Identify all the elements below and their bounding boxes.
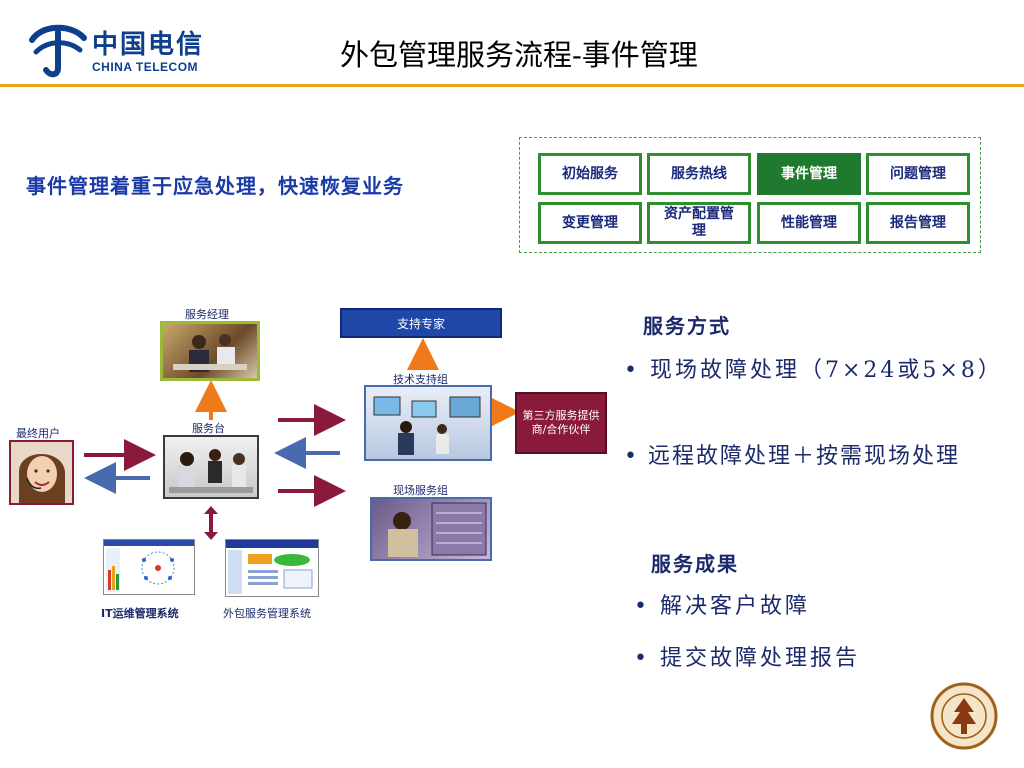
service-result-bullet: • 提交故障处理报告: [634, 646, 860, 671]
support-expert-box: 支持专家: [340, 308, 502, 338]
service-desk-photo: [163, 435, 259, 499]
service-result-bullet: • 解决客户故障: [634, 594, 810, 619]
header-divider: [0, 84, 1024, 87]
service-manager-label: 服务经理: [185, 308, 229, 321]
college-emblem-icon: [930, 682, 998, 750]
tech-support-label: 技术支持组: [393, 373, 448, 386]
third-party-box: 第三方服务提供商/合作伙伴: [515, 392, 607, 454]
page-title: 外包管理服务流程-事件管理: [340, 38, 698, 72]
logo-text-en: CHINA TELECOM: [92, 60, 199, 74]
tagline: 事件管理着重于应急处理，快速恢复业务: [26, 174, 404, 198]
service-mode-heading: 服务方式: [643, 314, 731, 338]
china-telecom-logo-icon: [29, 24, 87, 78]
process-incident-mgmt-button[interactable]: 事件管理: [757, 153, 861, 195]
process-performance-mgmt-button[interactable]: 性能管理: [757, 202, 861, 244]
service-mode-bullet: • 远程故障处理＋按需现场处理: [624, 444, 960, 469]
field-service-label: 现场服务组: [393, 484, 448, 497]
process-report-mgmt-button[interactable]: 报告管理: [866, 202, 970, 244]
logo-text-cn: 中国电信: [92, 30, 205, 60]
process-grid: 初始服务 服务热线 事件管理 问题管理 变更管理 资产配置管理 性能管理 报告管…: [519, 137, 981, 253]
process-initial-service-button[interactable]: 初始服务: [538, 153, 642, 195]
it-system-label: IT运维管理系统: [101, 607, 179, 620]
service-result-heading: 服务成果: [651, 552, 739, 576]
process-hotline-button[interactable]: 服务热线: [647, 153, 751, 195]
process-problem-mgmt-button[interactable]: 问题管理: [866, 153, 970, 195]
end-user-photo: [9, 440, 74, 505]
outsourcing-system-screenshot: [225, 539, 319, 597]
process-change-mgmt-button[interactable]: 变更管理: [538, 202, 642, 244]
service-desk-label: 服务台: [192, 422, 225, 435]
end-user-label: 最终用户: [16, 427, 60, 440]
process-asset-config-button[interactable]: 资产配置管理: [647, 202, 751, 244]
service-mode-bullet: • 现场故障处理（7×24或5×8）: [624, 358, 1003, 383]
outsourcing-system-label: 外包服务管理系统: [223, 607, 311, 620]
field-service-photo: [370, 497, 492, 561]
tech-support-photo: [364, 385, 492, 461]
arrow-desk-systems: [204, 506, 218, 540]
service-manager-photo: [160, 321, 260, 381]
it-system-screenshot: [103, 539, 195, 595]
